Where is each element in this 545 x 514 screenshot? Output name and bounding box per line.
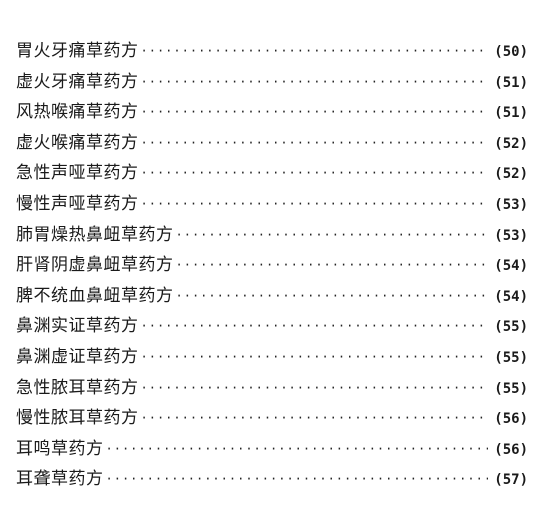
dot-leader	[141, 36, 489, 67]
toc-entry-page: (52)	[494, 166, 528, 183]
toc-entry-page: (53)	[494, 227, 528, 244]
toc-entry-page: (53)	[494, 196, 528, 213]
toc-entry-title: 慢性脓耳草药方	[16, 408, 139, 429]
toc-entry: 肺胃燥热鼻衄草药方 (53)	[16, 220, 528, 251]
toc-entry: 急性声哑草药方 (52)	[16, 158, 528, 189]
dot-leader	[141, 403, 489, 434]
dot-leader	[141, 311, 489, 342]
toc-entry: 鼻渊实证草药方 (55)	[16, 311, 528, 342]
toc-entry-page: (51)	[494, 74, 528, 91]
toc-entry-page: (51)	[494, 105, 528, 122]
toc-entry-title: 急性脓耳草药方	[16, 377, 139, 398]
dot-leader	[141, 128, 489, 159]
dot-leader	[176, 220, 489, 251]
toc-entry: 虚火牙痛草药方 (51)	[16, 67, 528, 98]
toc-entry-page: (54)	[494, 258, 528, 275]
toc-entry-title: 风热喉痛草药方	[16, 102, 139, 123]
toc-entry: 耳鸣草药方 (56)	[16, 434, 528, 465]
dot-leader	[141, 373, 489, 404]
toc-entry-title: 虚火牙痛草药方	[16, 71, 139, 92]
toc-entry-title: 虚火喉痛草药方	[16, 132, 139, 153]
toc-entry-title: 耳鸣草药方	[16, 438, 104, 459]
toc-entry: 慢性声哑草药方 (53)	[16, 189, 528, 220]
toc-entry-title: 急性声哑草药方	[16, 163, 139, 184]
dot-leader	[106, 464, 489, 495]
toc-entry-page: (57)	[494, 472, 528, 489]
dot-leader	[141, 189, 489, 220]
toc-entry: 脾不统血鼻衄草药方 (54)	[16, 281, 528, 312]
toc-entry: 肝肾阴虚鼻衄草药方 (54)	[16, 250, 528, 281]
toc-entry-title: 脾不统血鼻衄草药方	[16, 285, 174, 306]
dot-leader	[141, 97, 489, 128]
dot-leader	[141, 342, 489, 373]
toc-entry: 风热喉痛草药方 (51)	[16, 97, 528, 128]
toc-entry: 虚火喉痛草药方 (52)	[16, 128, 528, 159]
toc-entry: 慢性脓耳草药方 (56)	[16, 403, 528, 434]
toc-entry-page: (52)	[494, 135, 528, 152]
toc-entry-title: 慢性声哑草药方	[16, 193, 139, 214]
dot-leader	[176, 250, 489, 281]
toc-entry-page: (55)	[494, 349, 528, 366]
dot-leader	[141, 67, 489, 98]
toc-entry: 耳聋草药方 (57)	[16, 464, 528, 495]
toc-entry: 鼻渊虚证草药方 (55)	[16, 342, 528, 373]
toc-entry: 胃火牙痛草药方 (50)	[16, 36, 528, 67]
dot-leader	[106, 434, 489, 465]
toc-entry-title: 胃火牙痛草药方	[16, 41, 139, 61]
dot-leader	[141, 158, 489, 189]
toc-entry-title: 肺胃燥热鼻衄草药方	[16, 224, 174, 245]
dot-leader	[176, 281, 489, 312]
table-of-contents: 胃火牙痛草药方 (50) 虚火牙痛草药方 (51) 风热喉痛草药方 (51) 虚…	[16, 36, 528, 495]
toc-entry-page: (50)	[494, 44, 528, 60]
toc-entry-page: (55)	[494, 319, 528, 336]
toc-entry-page: (56)	[494, 411, 528, 428]
toc-entry-page: (55)	[494, 380, 528, 397]
toc-entry: 急性脓耳草药方 (55)	[16, 373, 528, 404]
toc-entry-title: 肝肾阴虚鼻衄草药方	[16, 255, 174, 276]
toc-entry-page: (56)	[494, 441, 528, 458]
toc-entry-title: 鼻渊实证草药方	[16, 316, 139, 337]
toc-entry-page: (54)	[494, 288, 528, 305]
toc-entry-title: 耳聋草药方	[16, 469, 104, 490]
toc-entry-title: 鼻渊虚证草药方	[16, 346, 139, 367]
